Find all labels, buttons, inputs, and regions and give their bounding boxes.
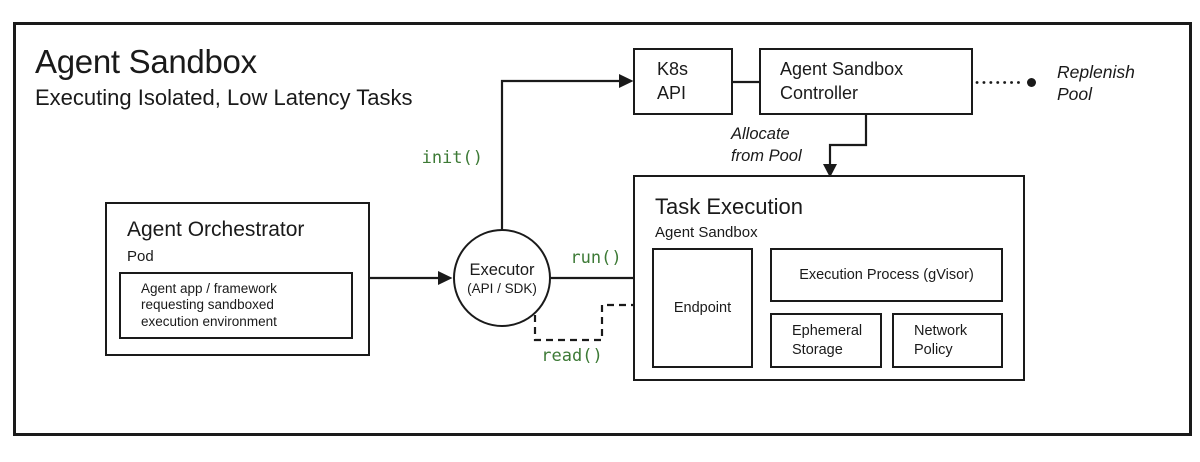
agent-app-note-line: execution environment <box>141 313 277 329</box>
page-subtitle: Executing Isolated, Low Latency Tasks <box>35 85 413 110</box>
execution-process-box: Execution Process (gVisor) <box>770 248 1003 302</box>
page-title: Agent Sandbox <box>35 43 257 80</box>
endpoint-box: Endpoint <box>652 248 753 368</box>
arrowhead-into-k8s-api <box>619 74 634 88</box>
line-init-elbow <box>500 79 619 230</box>
task-execution-box: Task Execution Agent Sandbox Endpoint Ex… <box>633 175 1025 381</box>
replenish-pool-line: Replenish <box>1057 62 1135 82</box>
agent-app-note-box: Agent app / framework requesting sandbox… <box>119 272 353 339</box>
network-policy-line: Network <box>914 322 968 339</box>
allocate-from-pool-label: Allocate from Pool <box>731 123 802 167</box>
executor-name: Executor <box>469 260 535 279</box>
arrowhead-into-task <box>823 164 837 178</box>
task-execution-title: Task Execution <box>655 194 803 219</box>
ephemeral-storage-box: Ephemeral Storage <box>770 313 882 368</box>
run-label: run() <box>570 248 622 268</box>
network-policy-box: Network Policy <box>892 313 1003 368</box>
allocate-from-pool-line: Allocate <box>731 125 790 143</box>
executor-node: Executor (API / SDK) <box>453 229 551 327</box>
agent-app-note-line: Agent app / framework <box>141 280 277 296</box>
network-policy-line: Policy <box>914 341 953 358</box>
controller-line: Agent Sandbox <box>780 59 904 79</box>
allocate-from-pool-line: from Pool <box>731 147 802 165</box>
orchestrator-subtitle: Pod <box>127 248 154 265</box>
controller-box: Agent Sandbox Controller <box>759 48 973 115</box>
orchestrator-title: Agent Orchestrator <box>127 218 305 241</box>
replenish-pool-label: Replenish Pool <box>1057 61 1135 105</box>
line-controller-to-task <box>828 115 868 164</box>
k8s-api-line: API <box>657 82 687 103</box>
read-label: read() <box>541 346 603 366</box>
dashed-line-read <box>533 303 633 342</box>
executor-caption: (API / SDK) <box>467 280 537 296</box>
replenish-pool-line: Pool <box>1057 84 1093 104</box>
k8s-api-box: K8s API <box>633 48 733 115</box>
agent-orchestrator-box: Agent Orchestrator Pod Agent app / frame… <box>105 202 370 356</box>
arrowhead-into-executor <box>438 271 453 285</box>
controller-line: Controller <box>780 82 859 103</box>
agent-app-note-line: requesting sandboxed <box>141 297 274 313</box>
k8s-api-line: K8s <box>657 59 689 79</box>
ephemeral-storage-line: Storage <box>792 341 843 358</box>
replenish-end-dot <box>1027 78 1036 87</box>
ephemeral-storage-line: Ephemeral <box>792 322 863 339</box>
outer-frame <box>13 22 1192 436</box>
task-execution-subtitle: Agent Sandbox <box>655 224 758 241</box>
init-label: init() <box>421 148 483 168</box>
